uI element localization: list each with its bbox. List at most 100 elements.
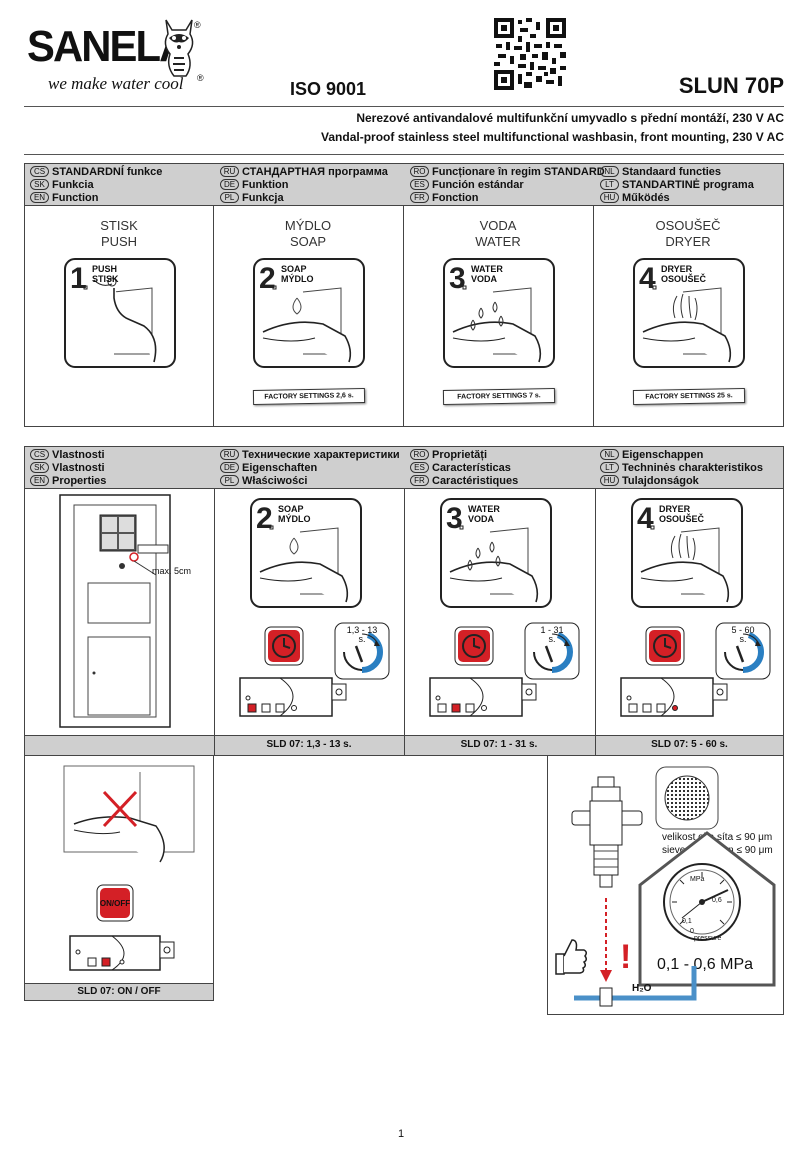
step-number: 4 xyxy=(637,502,654,535)
lang-code-badge: ES xyxy=(410,462,429,473)
time-range-dial-icon xyxy=(524,622,580,680)
lang-code-badge: RU xyxy=(220,449,239,460)
sld07-controller-icon xyxy=(239,677,347,717)
brand-name: SANELA xyxy=(27,22,189,71)
title-en: Vandal-proof stainless steel multifuncti… xyxy=(321,130,784,144)
lang-text: Vlastnosti xyxy=(52,449,105,461)
step-label-cs: MÝDLO xyxy=(278,514,311,524)
step-title-en: WATER xyxy=(475,234,521,249)
step-label-cs: VODA xyxy=(468,514,495,524)
lang-code-badge: HU xyxy=(600,192,619,203)
lang-code-badge: EN xyxy=(30,475,49,486)
lang-text: Caractéristiques xyxy=(432,475,519,487)
step-label-en: PUSH xyxy=(92,264,118,274)
lang-code-badge: RO xyxy=(410,166,429,177)
pressure-gauge-icon xyxy=(663,863,741,941)
timer-button-icon xyxy=(454,626,494,666)
lang-text: СТАНДАРТНАЯ программа xyxy=(242,166,388,178)
lang-text: Techninės charakteristikos xyxy=(622,462,764,474)
qr-code-icon xyxy=(494,18,566,90)
gauge-unit: MPa xyxy=(690,876,705,883)
water-step-icon xyxy=(443,258,555,368)
timer-button-icon xyxy=(264,626,304,666)
lang-text: Function xyxy=(52,192,99,204)
step-label-cs: VODA xyxy=(471,274,498,284)
dryer-step-icon xyxy=(631,498,743,608)
lang-text: Właściwości xyxy=(242,475,308,487)
step-number: 2 xyxy=(256,502,273,535)
step-label-en: DRYER xyxy=(659,504,691,514)
lang-text: Funkcia xyxy=(52,179,94,191)
step-label-cs: STISK xyxy=(92,274,119,284)
step-title-en: SOAP xyxy=(289,234,327,249)
step-title-en: DRYER xyxy=(665,234,711,249)
washbasin-panel-drawing xyxy=(59,494,171,728)
time-range-label: 1,3 - 13 xyxy=(346,625,378,635)
lang-code-badge: HU xyxy=(600,475,619,486)
lang-code-badge: DE xyxy=(220,462,239,473)
step-label-cs: OSOUŠEČ xyxy=(661,274,707,284)
sieve-mesh-icon xyxy=(655,766,719,830)
lang-code-badge: SK xyxy=(30,462,49,473)
lang-text: Vlastnosti xyxy=(52,462,105,474)
iso-label: ISO 9001 xyxy=(290,79,367,99)
lang-text: Proprietăți xyxy=(432,449,488,461)
brand-tagline: we make water cool xyxy=(48,74,184,93)
gauge-tick-low: 0,1 xyxy=(682,918,692,925)
tagline-registered-mark: ® xyxy=(197,73,204,83)
onoff-button-icon xyxy=(96,884,134,922)
water-label: H₂O xyxy=(632,983,652,994)
gauge-tick-high: 0,6 xyxy=(712,897,722,904)
lang-text: STANDARDNÍ funkce xyxy=(52,166,163,178)
time-range-label: 5 - 60 xyxy=(731,625,755,635)
lang-code-badge: DE xyxy=(220,179,239,190)
onoff-footer-band xyxy=(24,983,214,1001)
lang-code-badge: LT xyxy=(600,462,619,473)
time-range-dial-icon xyxy=(334,622,390,680)
filter-valve-icon xyxy=(571,776,643,888)
lang-code-badge: PL xyxy=(220,475,239,486)
hand-no-sensor-drawing xyxy=(63,765,195,863)
lang-text: Características xyxy=(432,462,511,474)
step-label-en: WATER xyxy=(471,264,503,274)
range-footer-label: SLD 07: 1 - 31 s. xyxy=(460,739,538,750)
lang-code-badge: FR xyxy=(410,192,429,203)
sieve-label-cs: velikost oka síta ≤ 90 μm xyxy=(662,832,773,843)
lang-code-badge: PL xyxy=(220,192,239,203)
max-distance-label: max. 5cm xyxy=(152,566,192,576)
factory-settings-label: FACTORY SETTINGS 7 s. xyxy=(442,388,556,405)
lang-code-badge: EN xyxy=(30,192,49,203)
step-title-cs: VODA xyxy=(479,218,517,233)
time-range-dial-icon xyxy=(715,622,771,680)
lang-text: STANDARTINĖ programa xyxy=(622,179,754,191)
lang-code-badge: SK xyxy=(30,179,49,190)
lang-text: Funktion xyxy=(242,179,289,191)
filter-pressure-cell xyxy=(547,755,784,1015)
timer-button-icon xyxy=(645,626,685,666)
lang-code-badge: RO xyxy=(410,449,429,460)
sld07-controller-onoff xyxy=(69,935,175,971)
step-number: 2 xyxy=(259,262,276,295)
sld07-controller-icon xyxy=(620,677,728,717)
step-title-en: PUSH xyxy=(100,234,138,249)
onoff-footer-label: SLD 07: ON / OFF xyxy=(77,986,161,997)
lang-text: Tulajdonságok xyxy=(622,475,699,487)
range-footer-label: SLD 07: 5 - 60 s. xyxy=(651,739,728,750)
